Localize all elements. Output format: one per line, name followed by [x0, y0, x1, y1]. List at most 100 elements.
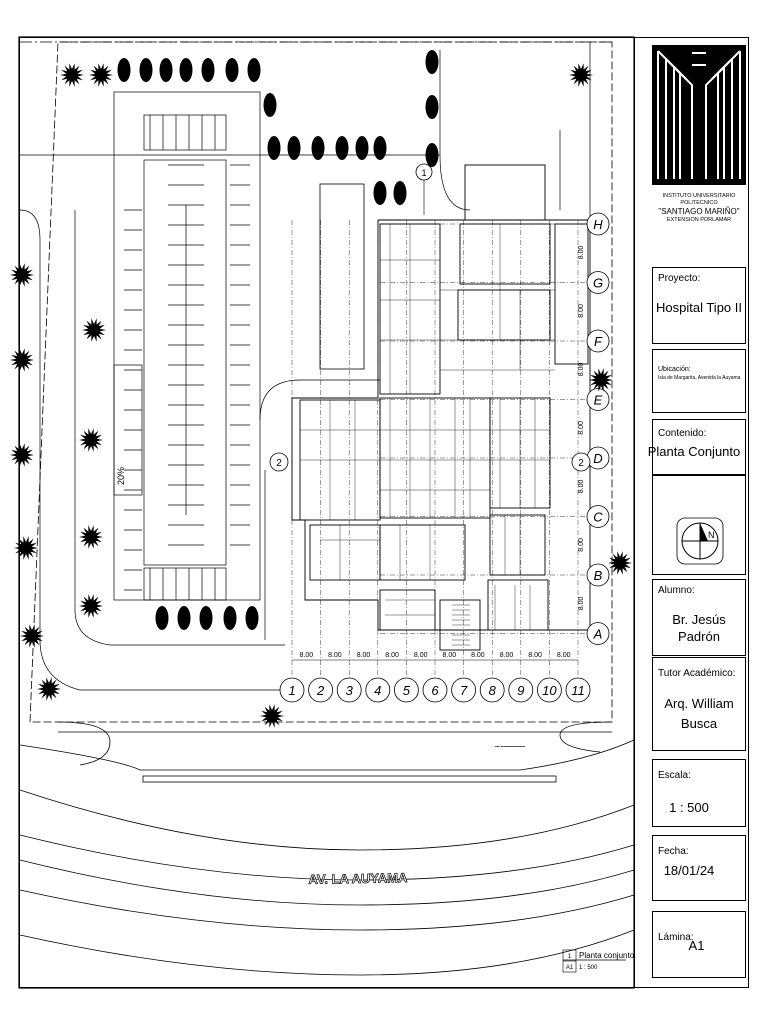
project-label: Proyecto:: [658, 273, 701, 284]
date-label: Fecha:: [658, 846, 689, 857]
content-value: Planta Conjunto: [647, 444, 741, 459]
trees: [10, 50, 632, 728]
grid-column-bubble-2: 2: [308, 677, 334, 703]
tutor-value-line1: Arq. William: [664, 696, 734, 711]
row-spacing-label: 8.00: [578, 363, 585, 377]
institute-logo-area: INSTITUTO UNIVERSITARIO POLITECNICO "SAN…: [652, 43, 746, 261]
grid-column-bubble-3: 3: [336, 677, 362, 703]
site-boundary: [20, 41, 613, 723]
svg-text:D: D: [593, 451, 602, 466]
svg-text:N: N: [708, 530, 715, 540]
grid-row-bubble-b: B: [586, 563, 610, 587]
tutor-value-line2: Busca: [680, 716, 718, 731]
grid-row-bubble-f: F: [586, 329, 610, 353]
grid-row-bubble-c: C: [586, 505, 610, 528]
student-value: Br. Jesús Padrón: [672, 612, 726, 644]
section-marker-2: 2 2: [269, 452, 591, 472]
student-box: Alumno: Br. Jesús Padrón: [652, 579, 746, 656]
svg-text:4: 4: [374, 683, 381, 698]
svg-text:11: 11: [571, 683, 585, 698]
date-value: 18/01/24: [663, 863, 715, 878]
location-label: Ubicación:: [658, 366, 691, 373]
svg-text:8: 8: [489, 683, 497, 698]
svg-text:5: 5: [403, 683, 411, 698]
svg-text:1 : 500: 1 : 500: [579, 965, 598, 971]
column-spacing-label: 8.00: [500, 652, 514, 659]
svg-text:H: H: [593, 217, 603, 232]
north-arrow-box: N: [652, 475, 746, 575]
svg-text:2: 2: [316, 683, 325, 698]
section-marker-1: 1: [415, 163, 433, 215]
row-spacing-label: 8.00: [578, 538, 585, 552]
column-spacing-label: 8.00: [471, 652, 485, 659]
row-spacing-label: 8.00: [578, 421, 585, 435]
content-label: Contenido:: [658, 428, 707, 439]
project-value: Hospital Tipo II: [656, 300, 742, 315]
column-spacing-label: 8.00: [557, 652, 571, 659]
date-box: Fecha: 18/01/24: [652, 835, 746, 901]
svg-text:9: 9: [517, 683, 524, 698]
grid-row-bubble-d: D: [586, 446, 610, 470]
column-spacing-label: 8.00: [385, 652, 399, 659]
internal-roads: [19, 42, 591, 691]
row-spacing-label: 8.00: [578, 597, 585, 611]
grid-column-bubble-9: 9: [508, 677, 534, 703]
svg-text:3: 3: [346, 683, 354, 698]
sheet-box: Lámina: A1: [652, 911, 746, 978]
scale-box: Escala: 1 : 500: [652, 759, 746, 827]
institute-logo-icon: [652, 45, 746, 185]
grid-column-bubble-7: 7: [451, 677, 477, 703]
svg-text:1: 1: [568, 954, 572, 960]
content-box: Contenido: Planta Conjunto: [648, 419, 746, 475]
plaza-block: [319, 183, 365, 370]
svg-text:1: 1: [288, 683, 295, 698]
svg-text:7: 7: [460, 683, 468, 698]
institute-name: INSTITUTO UNIVERSITARIO POLITECNICO "SAN…: [658, 193, 740, 223]
sheet-value: A1: [688, 938, 705, 953]
row-spacing-label: 8.00: [578, 246, 585, 260]
svg-text:6: 6: [431, 683, 439, 698]
column-spacing-label: 8.00: [528, 652, 542, 659]
title-block: INSTITUTO UNIVERSITARIO POLITECNICO "SAN…: [634, 37, 749, 988]
tutor-box: Tutor Académico: Arq. William Busca: [652, 657, 746, 751]
grid-row-bubble-a: A: [586, 622, 610, 645]
grid-row-bubble-g: G: [586, 271, 610, 294]
project-box: Proyecto: Hospital Tipo II: [652, 267, 746, 344]
building-interior: [300, 224, 555, 646]
drawing-legend: 1 A1 Planta conjunto 1 : 500: [562, 949, 635, 973]
sidewalk-label: ━━ ━━━━━━━━━━: [494, 744, 526, 749]
svg-text:E: E: [594, 393, 603, 408]
location-box: Ubicación: Isla de Margarita, Avenida la…: [652, 349, 746, 413]
column-spacing-label: 8.00: [414, 652, 428, 659]
svg-text:10: 10: [542, 683, 557, 698]
svg-text:1: 1: [421, 168, 426, 178]
svg-text:A1: A1: [566, 965, 574, 971]
grid-row-bubble-e: E: [586, 388, 610, 411]
grid-column-bubbles: 1 8.00 2 8.00 3 8.00 4 8.00 5 8.00 6 8.00 7 8.00 8 8.00…: [279, 652, 591, 703]
column-spacing-label: 8.00: [328, 652, 342, 659]
column-spacing-label: 8.00: [357, 652, 371, 659]
svg-text:B: B: [594, 568, 603, 583]
parking-lot: [113, 91, 261, 601]
svg-text:Planta conjunto: Planta conjunto: [579, 951, 635, 960]
grid-column-bubble-8: 8: [479, 677, 505, 703]
street-name: AV. LA AUYAMA: [308, 870, 408, 887]
ramp-slope-label: 20%: [116, 467, 126, 485]
column-spacing-label: 8.00: [442, 652, 456, 659]
grid-column-bubble-5: 5: [393, 677, 419, 703]
svg-text:A: A: [593, 627, 603, 642]
column-spacing-label: 8.00: [299, 652, 313, 659]
row-spacing-label: 8.00: [578, 304, 585, 318]
north-arrow-icon: N: [676, 517, 724, 565]
tutor-label: Tutor Académico:: [658, 668, 736, 679]
svg-text:F: F: [594, 334, 603, 349]
svg-text:C: C: [593, 510, 603, 525]
svg-text:2: 2: [276, 458, 282, 469]
scale-label: Escala:: [658, 770, 691, 781]
avenue-road: [19, 721, 635, 976]
grid-column-bubble-10: 10: [537, 677, 562, 703]
structural-grid: [291, 220, 590, 675]
student-label: Alumno:: [658, 585, 695, 596]
